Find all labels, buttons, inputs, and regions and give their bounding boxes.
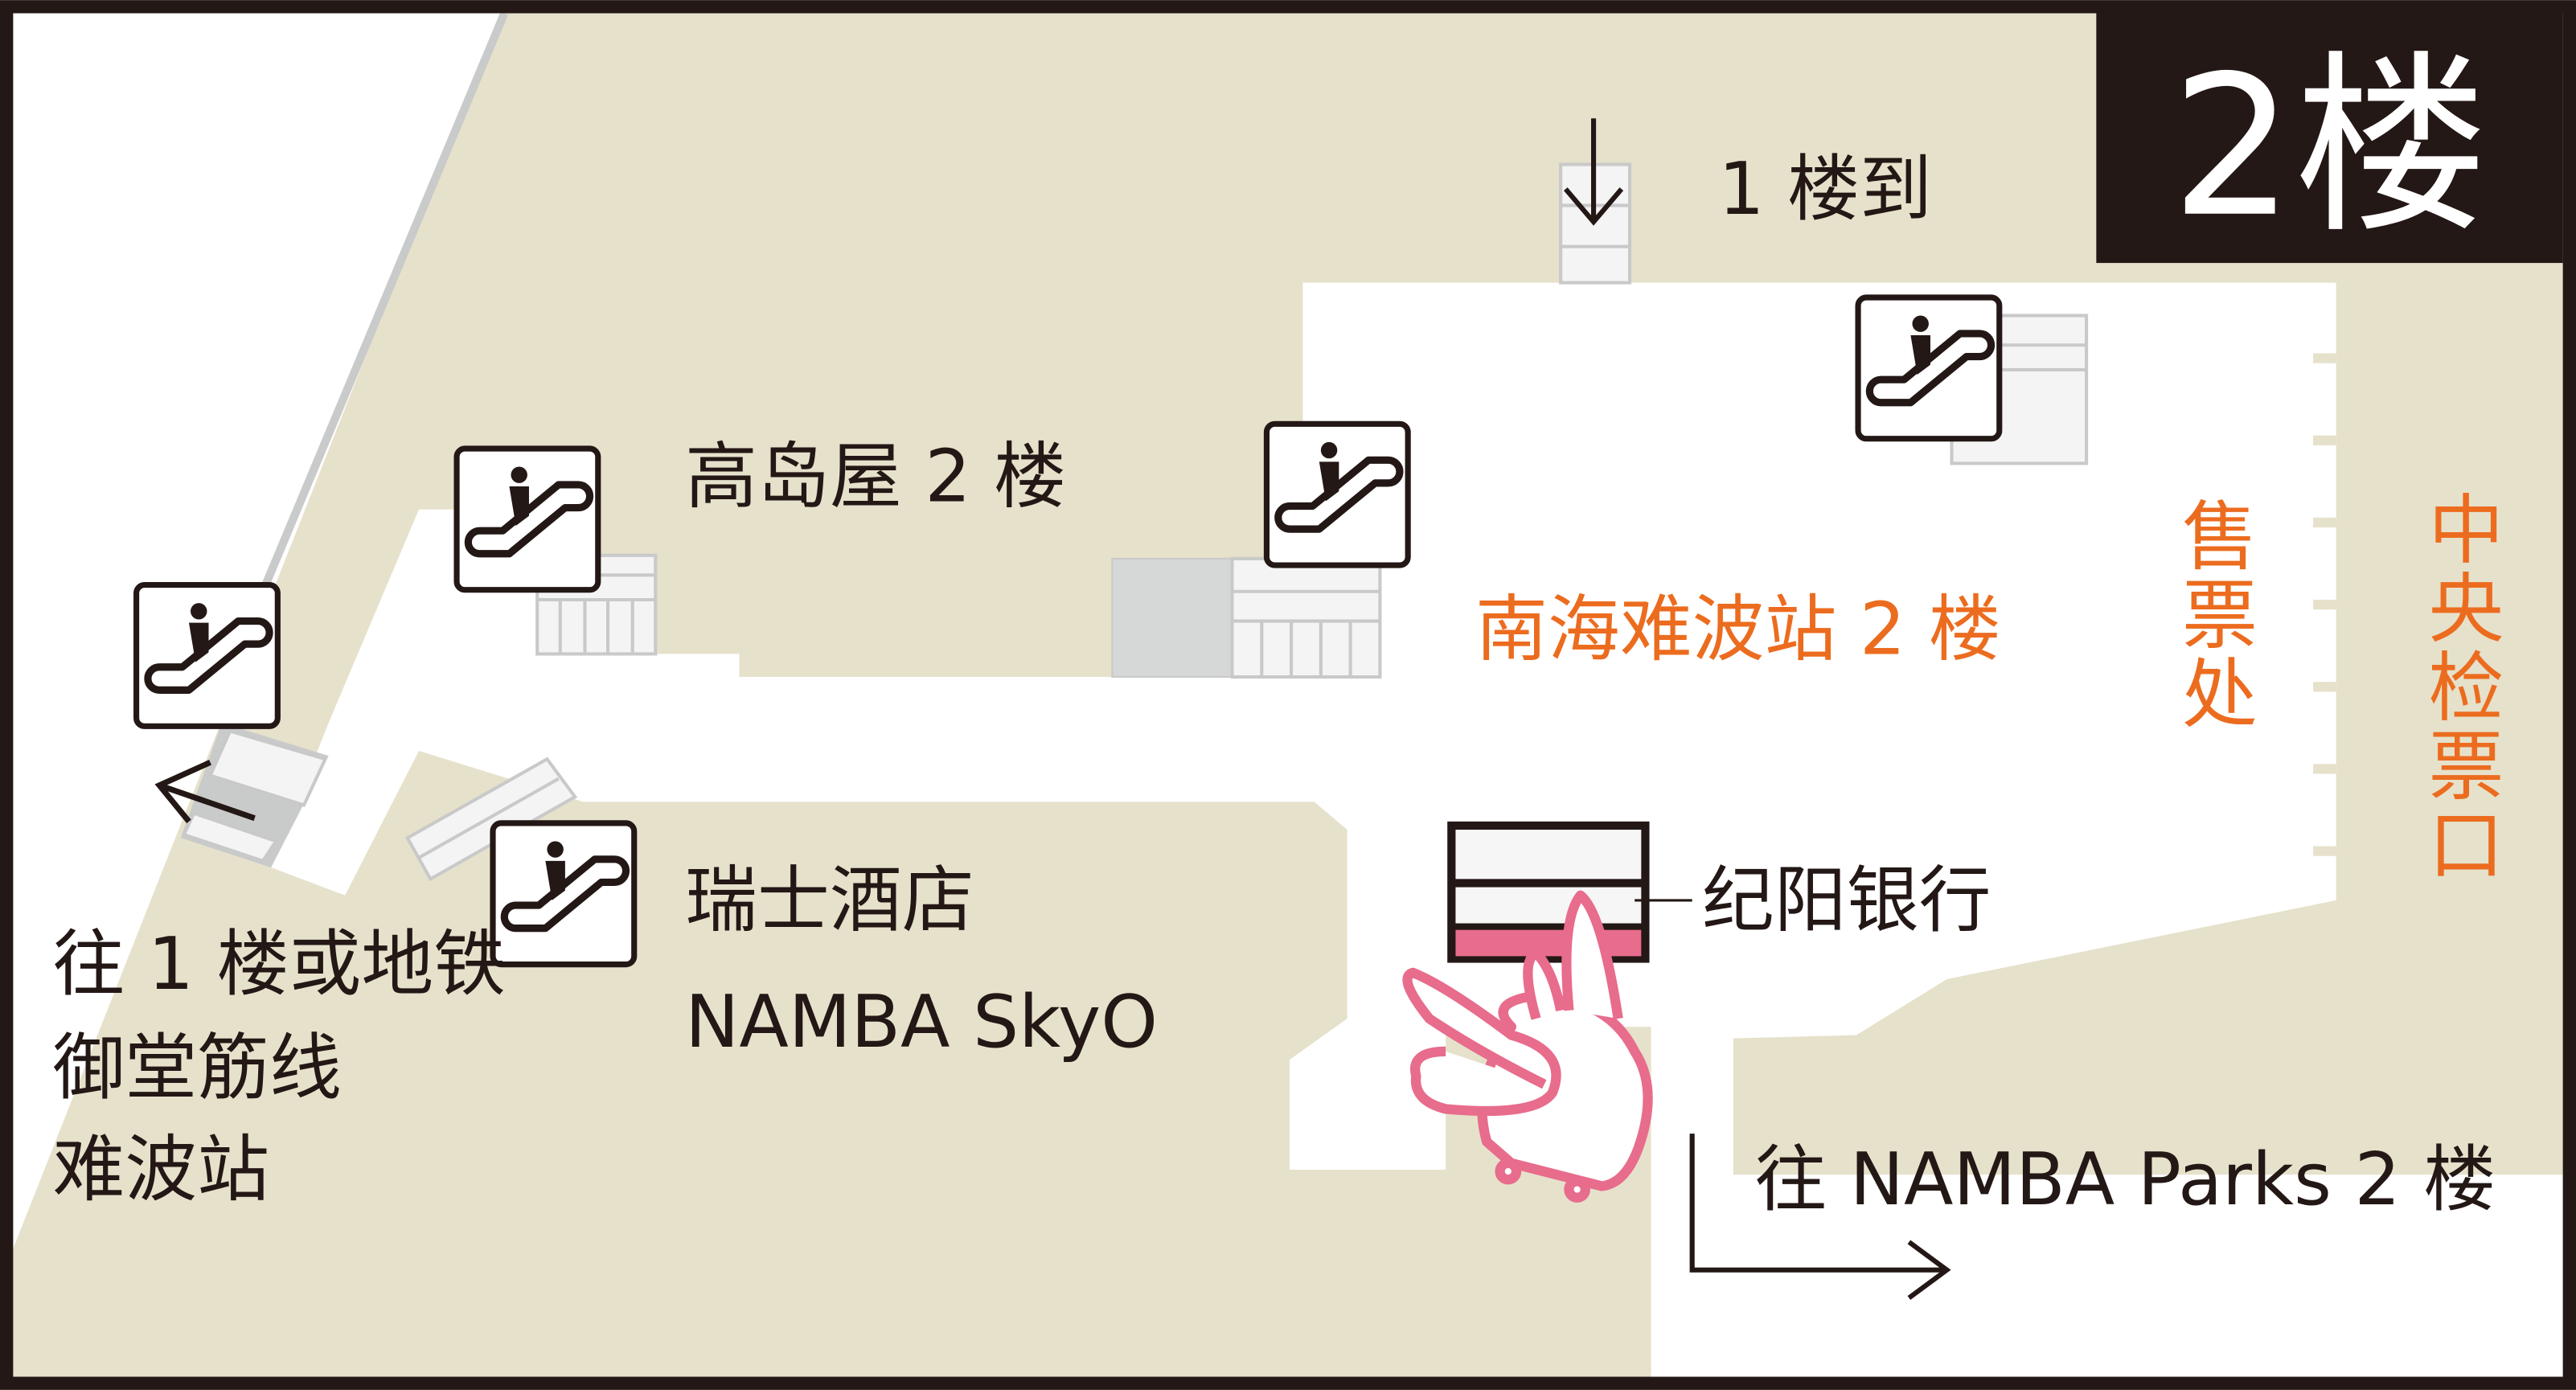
label-central-gate: 中央检票口 (2415, 490, 2503, 884)
escalator-icon (1858, 297, 2000, 439)
label-namba-skyo: NAMBA SkyO (685, 981, 1158, 1064)
escalator-block (404, 757, 578, 882)
arrow-left-icon (154, 760, 256, 824)
walkway (271, 282, 2563, 1377)
gray-block (1111, 557, 1233, 679)
label-from-1f: 1 楼到 (1718, 148, 1932, 232)
label-swissotel: 瑞士酒店 (685, 859, 974, 943)
escalator-icon (493, 823, 634, 965)
arrow-down-icon (1563, 118, 1624, 226)
label-ticket-office: 售票处 (2169, 496, 2257, 732)
bank-icon (1447, 821, 1692, 963)
outside-edge (259, 11, 509, 593)
label-kiyo-bank: 纪阳银行 (1702, 859, 1991, 943)
ticket-gates (2313, 353, 2336, 856)
label-to-subway-1: 往 1 楼或地铁 (52, 923, 506, 1007)
label-nankai-station: 南海难波站 2 楼 (1475, 588, 2001, 671)
label-to-subway-2: 御堂筋线 (52, 1027, 342, 1110)
mascot-icon (1402, 890, 1653, 1203)
arrow-right-icon (1689, 1134, 1951, 1300)
escalator-block (1230, 556, 1382, 679)
label-to-parks: 往 NAMBA Parks 2 楼 (1754, 1138, 2496, 1222)
escalator-icon (137, 585, 278, 727)
escalator-icon (1266, 424, 1408, 565)
floor-badge-text: 2楼 (2171, 34, 2488, 260)
floor-badge (2096, 13, 2563, 264)
escalator-icon (457, 449, 598, 590)
label-takashimaya: 高岛屋 2 楼 (685, 435, 1066, 519)
label-to-subway-3: 难波站 (52, 1129, 269, 1212)
